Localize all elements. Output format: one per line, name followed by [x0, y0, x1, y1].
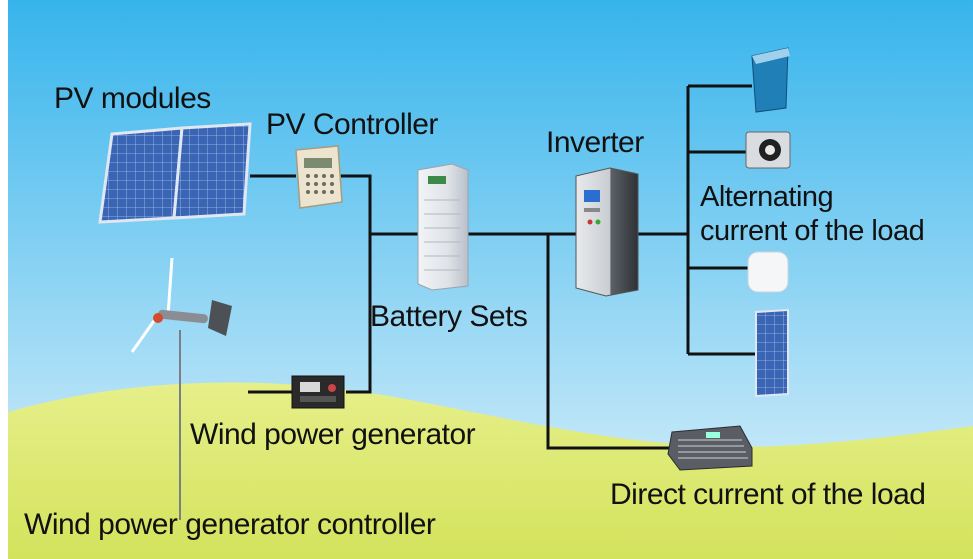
pv-modules-image	[98, 122, 252, 224]
wiring	[248, 84, 756, 450]
ac-load-2-image	[745, 131, 791, 169]
pv-controller-image	[295, 145, 343, 209]
ac-load-label: Alternating current of the load	[700, 181, 925, 247]
dc-load-label: Direct current of the load	[610, 478, 926, 511]
wind-turbine-image	[130, 257, 232, 520]
wire-controllers-bus	[340, 174, 372, 394]
ac-load-3-image	[747, 251, 789, 293]
ground-hill	[8, 382, 973, 559]
inverter-label: Inverter	[546, 126, 644, 159]
ac-load-4-image	[755, 308, 789, 398]
battery-sets-label: Battery Sets	[370, 300, 528, 333]
wire-dc-load	[546, 234, 672, 450]
inverter-image	[575, 167, 639, 297]
ac-load-1-image	[751, 47, 790, 113]
pv-modules-label: PV modules	[54, 82, 211, 115]
pv-controller-label: PV Controller	[266, 108, 438, 141]
wind-controller-image	[291, 375, 345, 409]
dc-load-image	[667, 425, 753, 471]
battery-sets-image	[417, 163, 469, 291]
wind-generator-label: Wind power generator	[190, 418, 476, 451]
wind-controller-label: Wind power generator controller	[24, 508, 436, 541]
